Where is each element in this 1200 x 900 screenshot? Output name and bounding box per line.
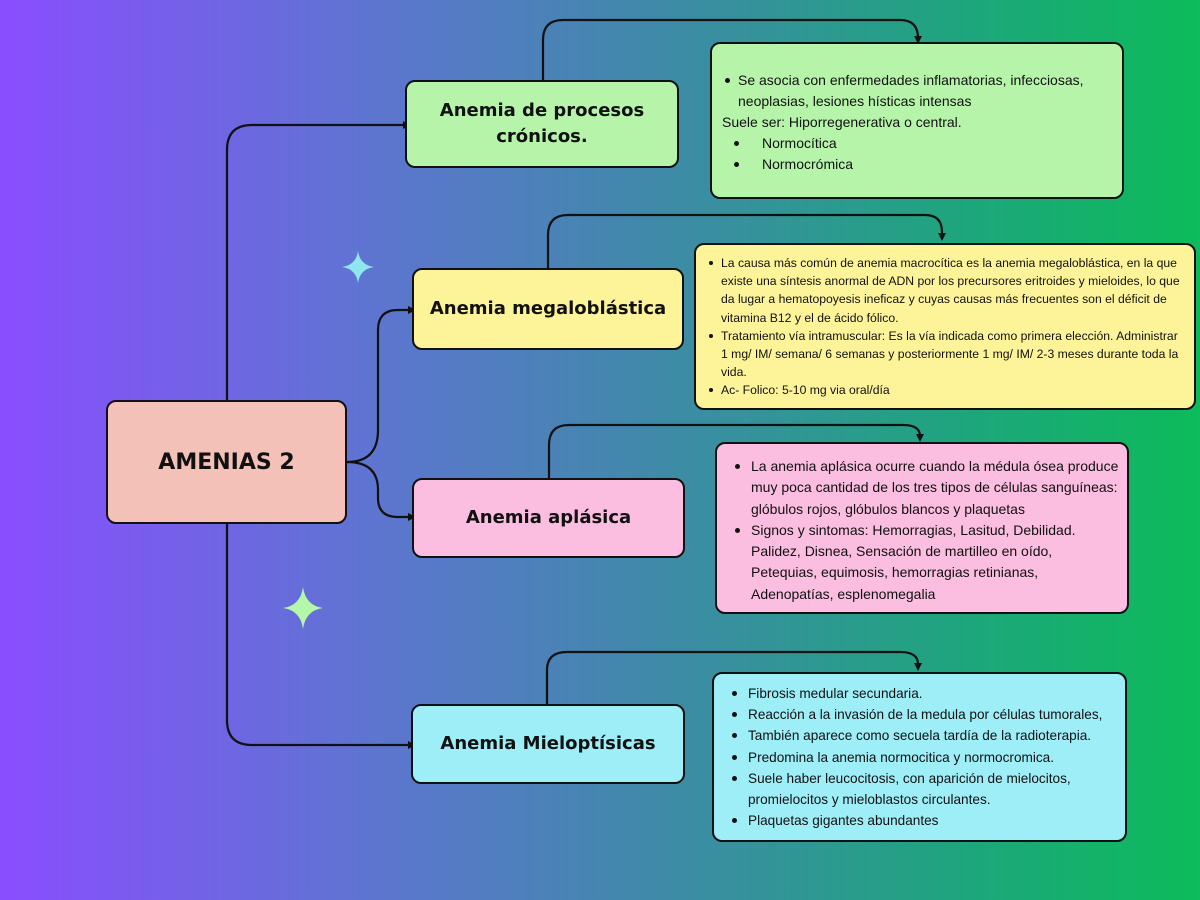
- detail-bullet: La causa más común de anemia macrocítica…: [706, 254, 1186, 327]
- arrowhead-aplasica-details: [916, 434, 924, 442]
- detail-bullet: Se asocia con enfermedades inflamatorias…: [722, 70, 1110, 112]
- detail-bullet: Signos y sintomas: Hemorragias, Lasitud,…: [731, 520, 1119, 605]
- detail-bullet: Suele haber leucocitosis, con aparición …: [728, 768, 1119, 810]
- topic-anemia-mieloptisicas: Anemia Mieloptísicas: [411, 704, 685, 784]
- detail-text: Suele ser: Hiporregenerativa o central.: [722, 114, 962, 130]
- central-node: AMENIAS 2: [106, 400, 347, 524]
- sparkle-green-shape: [283, 587, 323, 629]
- detail-bullet: Tratamiento vía intramuscular: Es la vía…: [706, 327, 1186, 382]
- details-list: Se asocia con enfermedades inflamatorias…: [722, 70, 1110, 112]
- detail-bullet: Ac- Folico: 5-10 mg via oral/día: [706, 381, 1186, 399]
- detail-bullet: Reacción a la invasión de la medula por …: [728, 704, 1119, 725]
- connector-central-to-megaloblastica: [345, 308, 412, 464]
- details-mieloptisicas: Fibrosis medular secundaria. Reacción a …: [712, 672, 1127, 842]
- arrowhead-megaloblastica-details: [938, 233, 946, 241]
- detail-bullet: Plaquetas gigantes abundantes: [728, 810, 1119, 831]
- arrowhead-cronicos-details: [914, 36, 922, 44]
- details-list: La causa más común de anemia macrocítica…: [706, 254, 1186, 400]
- connector-mieloptisicas-to-details: [545, 650, 920, 706]
- sparkle-green-icon: [283, 587, 323, 629]
- topic-anemia-procesos-cronicos: Anemia de procesos crónicos.: [405, 80, 679, 168]
- topic-anemia-megaloblastica: Anemia megaloblástica: [412, 268, 684, 350]
- detail-bullet: También aparece como secuela tardía de l…: [728, 725, 1119, 746]
- connector-megaloblastica-to-details: [546, 213, 944, 270]
- connector-central-to-aplasica: [345, 460, 412, 519]
- detail-bullet: Fibrosis medular secundaria.: [728, 683, 1119, 704]
- connector-cronicos-to-details: [541, 18, 920, 82]
- sparkle-blue-shape: [342, 251, 374, 283]
- topic-anemia-aplasica: Anemia aplásica: [412, 478, 685, 558]
- central-label: AMENIAS 2: [158, 449, 295, 475]
- detail-sub-bullet: Normocrómica: [722, 154, 1110, 175]
- topic-title: Anemia megaloblástica: [429, 298, 667, 319]
- details-aplasica: La anemia aplásica ocurre cuando la médu…: [715, 442, 1129, 614]
- connector-central-to-cronicos: [225, 123, 407, 402]
- details-list: Fibrosis medular secundaria. Reacción a …: [728, 683, 1119, 831]
- topic-title: Anemia aplásica: [465, 507, 632, 528]
- details-list: La anemia aplásica ocurre cuando la médu…: [731, 456, 1119, 605]
- connector-aplasica-to-details: [547, 423, 922, 480]
- details-cronicos: Se asocia con enfermedades inflamatorias…: [710, 42, 1124, 199]
- details-megaloblastica: La causa más común de anemia macrocítica…: [694, 243, 1196, 410]
- sparkle-blue-icon: [342, 251, 374, 283]
- details-sub-list: Normocítica Normocrómica: [722, 133, 1110, 175]
- detail-bullet: Predomina la anemia normocitica y normoc…: [728, 747, 1119, 768]
- topic-title: Anemia de procesos crónicos.: [439, 100, 645, 147]
- detail-sub-bullet: Normocítica: [722, 133, 1110, 154]
- arrowhead-mieloptisicas-details: [914, 663, 922, 671]
- topic-title: Anemia Mieloptísicas: [440, 733, 656, 754]
- detail-bullet: La anemia aplásica ocurre cuando la médu…: [731, 456, 1119, 520]
- connector-central-to-mieloptisicas: [225, 522, 412, 747]
